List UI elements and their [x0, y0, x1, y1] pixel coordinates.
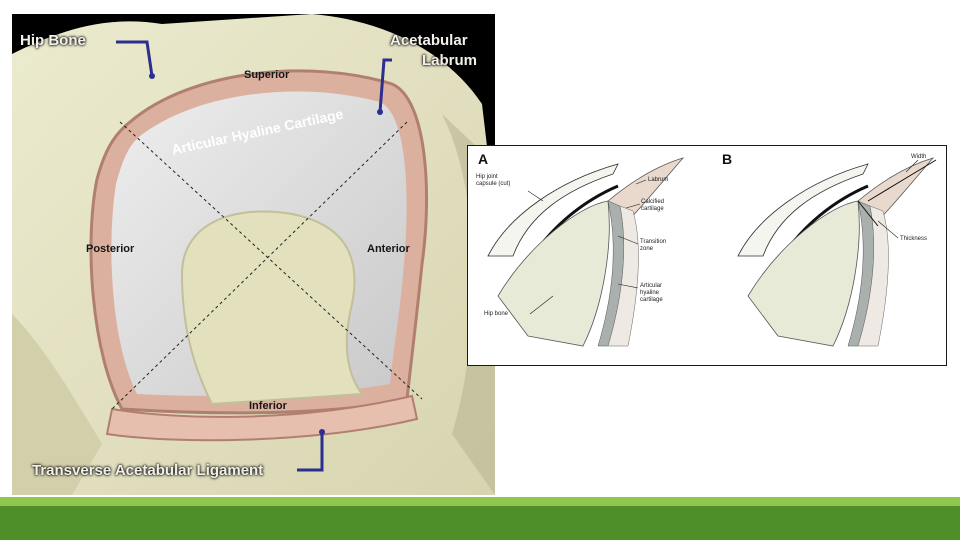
acetabulum-illustration — [12, 14, 495, 495]
width-measure-line — [868, 160, 936, 201]
acetabulum-diagram: Hip Bone Acetabular Labrum Superior Arti… — [12, 14, 495, 495]
panel-b-drawing — [738, 158, 936, 346]
panel-a-letter: A — [478, 151, 488, 167]
hip-bone-label: Hip Bone — [20, 32, 86, 49]
articular-hyaline-cartilage-label: Articular hyaline cartilage — [640, 283, 663, 304]
capsule-label: Hip joint capsule (cut) — [476, 174, 510, 188]
acetabular-label-line1: Acetabular — [390, 32, 468, 49]
footer-bar — [0, 506, 960, 540]
transverse-ligament-label: Transverse Acetabular Ligament — [32, 462, 263, 479]
labrum-label: Labrum — [648, 177, 668, 184]
width-label: Width — [911, 154, 926, 161]
anterior-label: Anterior — [367, 243, 410, 255]
labrum-label-line2: Labrum — [422, 52, 477, 69]
panel-b-letter: B — [722, 151, 732, 167]
inferior-label: Inferior — [249, 400, 287, 412]
labrum-cross-section-diagram: A B Hip joint capsule (cut) Labrum Calci… — [467, 145, 947, 366]
posterior-label: Posterior — [86, 243, 134, 255]
acetabular-fossa — [182, 212, 362, 405]
calcified-cartilage-label: Calcified cartilage — [641, 199, 664, 213]
superior-label: Superior — [244, 69, 289, 81]
footer-accent-strip — [0, 497, 960, 506]
transition-zone-label: Transition zone — [640, 239, 666, 253]
thickness-label: Thickness — [900, 236, 927, 243]
hip-bone-small-label: Hip bone — [484, 311, 508, 318]
cross-section-illustration — [468, 146, 947, 366]
